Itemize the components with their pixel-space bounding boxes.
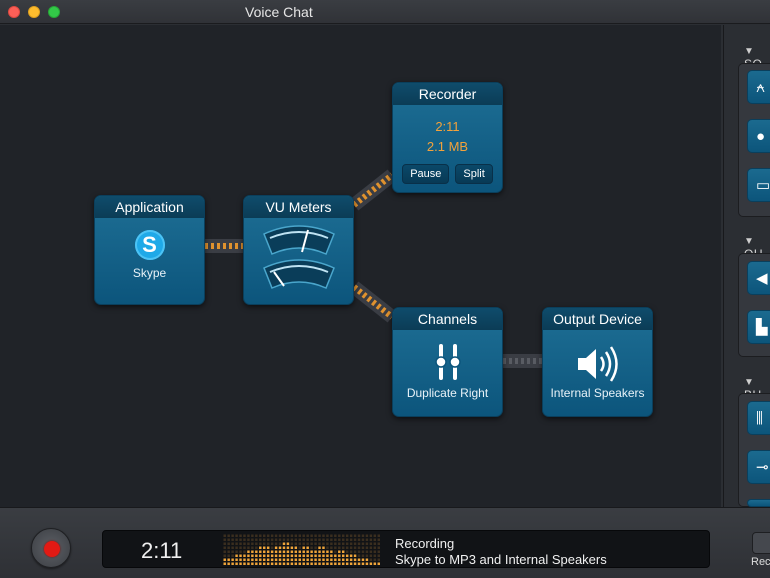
file-icon[interactable]: ▙ xyxy=(747,310,770,344)
chevron-down-icon: ▼ xyxy=(744,377,755,388)
vu-meters-block[interactable]: VU Meters xyxy=(243,195,354,305)
application-block[interactable]: Application S Skype xyxy=(94,195,205,305)
channels-block-title: Channels xyxy=(393,308,502,330)
vu-meter-right-icon xyxy=(262,258,336,290)
audio-chain-canvas[interactable]: Application S Skype VU Meters xyxy=(0,25,721,507)
channels-block[interactable]: Channels Duplicate Right xyxy=(392,307,503,417)
title-bar: Voice Chat xyxy=(0,0,770,24)
recording-status: Recording xyxy=(395,536,455,551)
application-source-label: Skype xyxy=(132,266,167,280)
window-title: Voice Chat xyxy=(245,4,313,20)
level-meter xyxy=(223,534,380,565)
sliders-icon xyxy=(431,342,465,382)
output-device-block-title: Output Device xyxy=(543,308,652,330)
recording-detail: Skype to MP3 and Internal Speakers xyxy=(395,552,607,567)
display-icon[interactable]: ▭ xyxy=(747,168,770,202)
output-device-block[interactable]: Output Device Internal Speakers xyxy=(542,307,653,417)
wire-vu-recorder xyxy=(349,169,397,211)
connection-wires xyxy=(205,169,542,368)
microphone-icon[interactable]: ● xyxy=(747,119,770,153)
recordings-button-label: Rec xyxy=(751,556,770,568)
recordings-button[interactable] xyxy=(752,532,770,554)
block-library-sidebar: ▼SO ⍲ ● ▭ ▼OU ◀ ▙ ▼BU ⫼ ⊸ xyxy=(723,25,770,507)
recorder-block-title: Recorder xyxy=(393,83,502,105)
elapsed-time: 2:11 xyxy=(141,538,183,563)
status-bar: 2:11 Recording Skype to MP3 and Internal… xyxy=(0,507,770,578)
record-icon xyxy=(44,541,60,557)
recorder-elapsed-time: 2:11 xyxy=(435,119,460,134)
recorder-file-size: 2.1 MB xyxy=(426,139,469,154)
channels-mode-label: Duplicate Right xyxy=(406,386,489,400)
app-store-icon[interactable]: ⍲ xyxy=(747,70,770,104)
minimize-window-button[interactable] xyxy=(28,6,40,18)
speaker-icon[interactable]: ◀ xyxy=(747,261,770,295)
sliders-icon[interactable]: ⫼ xyxy=(747,401,770,435)
slider-icon[interactable] xyxy=(747,499,770,507)
close-window-button[interactable] xyxy=(8,6,20,18)
wire-vu-channels xyxy=(349,281,397,323)
record-button[interactable] xyxy=(31,528,71,568)
zoom-window-button[interactable] xyxy=(48,6,60,18)
output-device-label: Internal Speakers xyxy=(550,386,645,400)
vu-meters-block-title: VU Meters xyxy=(244,196,353,218)
status-display: 2:11 Recording Skype to MP3 and Internal… xyxy=(102,530,710,568)
chevron-down-icon: ▼ xyxy=(744,46,755,57)
pause-button[interactable]: Pause xyxy=(402,164,450,184)
vu-meter-left-icon xyxy=(262,224,336,256)
speaker-icon xyxy=(576,344,620,384)
skype-icon: S xyxy=(134,230,165,260)
slider-icon[interactable]: ⊸ xyxy=(747,450,770,484)
chevron-down-icon: ▼ xyxy=(744,236,755,247)
split-button[interactable]: Split xyxy=(455,164,493,184)
application-block-title: Application xyxy=(95,196,204,218)
recorder-block[interactable]: Recorder 2:11 2.1 MB Pause Split xyxy=(392,82,503,193)
